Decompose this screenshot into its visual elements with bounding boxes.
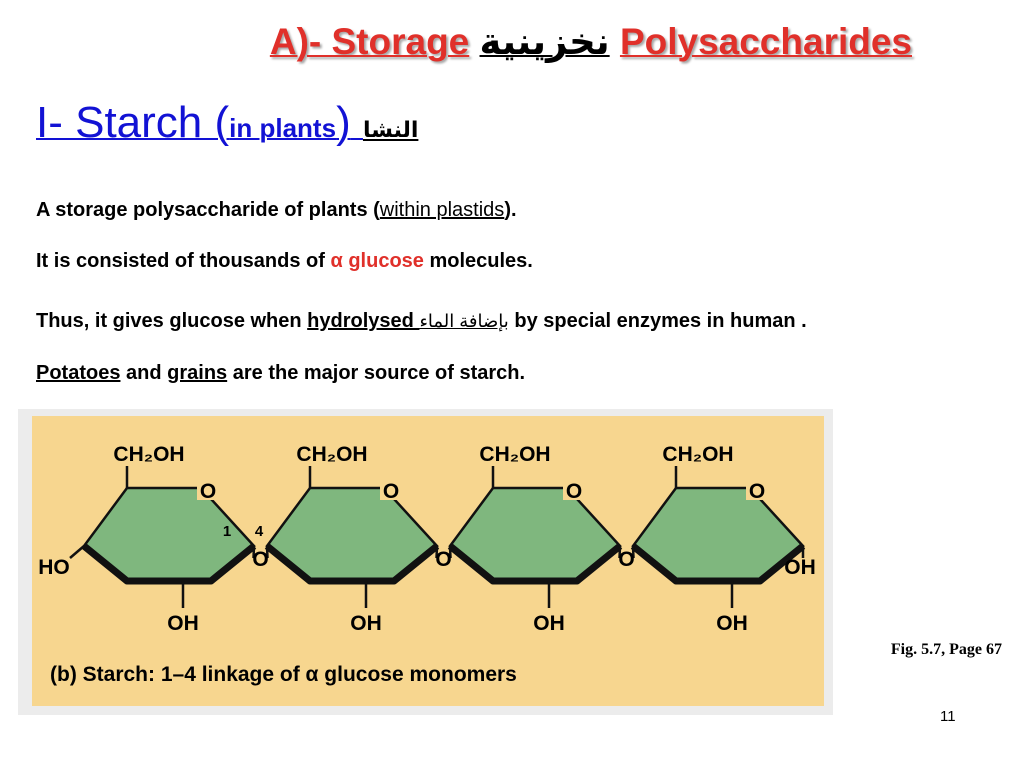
starch-diagram: O CH₂OH OH O CH₂OH OH O CH₂OH OH O CH₂OH OH O O O 1 4HO O… xyxy=(38,443,816,686)
heading-prefix: I- Starch ( xyxy=(36,98,230,147)
ring-o-bg xyxy=(197,478,219,500)
carbon-1-label: 1 xyxy=(223,523,231,540)
ring-bottom-edge xyxy=(630,543,806,585)
ring-o-bg xyxy=(563,478,585,500)
ch2oh-label: CH₂OH xyxy=(479,443,550,466)
line2-end: molecules. xyxy=(423,250,533,272)
slide-title: A)- Storage نخزينية Polysaccharides xyxy=(0,20,1024,63)
heading-small: in plants xyxy=(229,113,337,143)
oh-label: OH xyxy=(350,612,382,635)
oh-label: OH xyxy=(533,612,565,635)
glucose-highlight: glucose xyxy=(348,250,424,272)
line4-end: are the major source of starch. xyxy=(227,362,526,384)
body-line-1: A storage polysaccharide of plants (with… xyxy=(36,199,517,222)
glycosidic-bond xyxy=(631,545,635,559)
ch2oh-label: CH₂OH xyxy=(296,443,367,466)
glycosidic-bond xyxy=(435,545,439,559)
glycosidic-bond xyxy=(618,545,622,559)
page-number: 11 xyxy=(940,708,956,725)
within-plastids-text: within plastids xyxy=(379,199,505,221)
line3-end: by special enzymes in human . xyxy=(508,310,807,332)
line1-end: ). xyxy=(504,199,517,221)
title-prefix: A)- Storage xyxy=(269,21,470,62)
ring-oxygen-label: O xyxy=(200,480,216,503)
grains-text: grains xyxy=(167,362,228,384)
ho-bond xyxy=(69,545,85,559)
body-line-3: Thus, it gives glucose when hydrolysed ب… xyxy=(36,310,807,333)
title-arabic: نخزينية xyxy=(479,21,610,62)
body-line-2: It is consisted of thousands of α glucos… xyxy=(36,250,533,273)
oh-label: OH xyxy=(167,612,199,635)
line1-text: A storage polysaccharide of plants ( xyxy=(36,199,380,221)
title-suffix: Polysaccharides xyxy=(619,21,912,62)
and-text: and xyxy=(120,362,168,384)
hydrolysed-arabic: بإضافة الماء xyxy=(419,311,509,331)
glycosidic-bond xyxy=(252,545,256,559)
ho-label: HO xyxy=(38,556,70,579)
glycosidic-bond xyxy=(448,545,452,559)
line2-text: It is consisted of thousands of xyxy=(36,250,331,272)
ring-oxygen-label: O xyxy=(566,480,582,503)
ring-bottom-edge xyxy=(81,543,257,585)
linkage-oxygen-label: O xyxy=(618,548,634,571)
body-line-4: Potatoes and grains are the major source… xyxy=(36,362,525,385)
ring-oxygen-label: O xyxy=(749,480,765,503)
ch2oh-label: CH₂OH xyxy=(113,443,184,466)
oh-end-label: OH xyxy=(784,556,816,579)
oh-label: OH xyxy=(716,612,748,635)
linkage-oxygen-label: O xyxy=(435,548,451,571)
section-heading: I- Starch (in plants) النشا xyxy=(36,98,418,148)
ring-bottom-edge xyxy=(447,543,623,585)
ring-bottom-edge xyxy=(264,543,440,585)
alpha-symbol: α xyxy=(330,250,343,272)
ring-oxygen-label: O xyxy=(383,480,399,503)
figure-caption: (b) Starch: 1–4 linkage of α glucose mon… xyxy=(50,663,517,686)
linkage-oxygen-label: O xyxy=(252,548,268,571)
line3-text: Thus, it gives glucose when xyxy=(36,310,308,332)
heading-arabic: النشا xyxy=(362,117,419,142)
carbon-4-label: 4 xyxy=(255,523,264,540)
ring-o-bg xyxy=(380,478,402,500)
glycosidic-bond xyxy=(265,545,269,559)
heading-close: ) xyxy=(336,98,351,147)
figure-reference: Fig. 5.7, Page 67 xyxy=(890,641,1002,658)
hydrolysed-text: hydrolysed xyxy=(307,310,420,332)
ring-o-bg xyxy=(746,478,768,500)
ch2oh-label: CH₂OH xyxy=(662,443,733,466)
potatoes-text: Potatoes xyxy=(36,362,121,384)
